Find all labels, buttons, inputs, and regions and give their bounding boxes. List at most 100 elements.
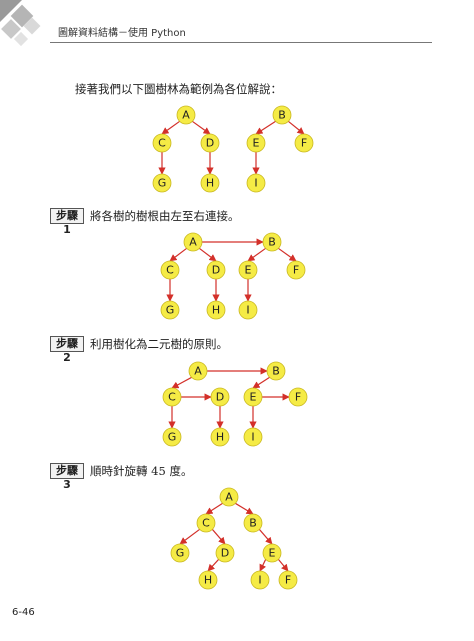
svg-text:A: A — [225, 491, 233, 504]
edge-step3-D-H — [207, 558, 220, 572]
svg-text:H: H — [216, 431, 224, 444]
edge-step3-A-B — [234, 502, 254, 515]
step-1-text: 將各樹的樹根由左至右連接。 — [90, 209, 240, 223]
step-3-text: 順時針旋轉 45 度。 — [90, 464, 193, 478]
node-step2-F: F — [288, 387, 308, 407]
node-step2-H: H — [210, 427, 230, 447]
svg-text:D: D — [206, 137, 214, 150]
svg-text:A: A — [194, 365, 202, 378]
node-step3-B: B — [243, 513, 263, 533]
node-step1-D: D — [206, 260, 226, 280]
edge-step3-E-I — [259, 559, 267, 572]
svg-text:A: A — [182, 109, 190, 122]
svg-text:E: E — [250, 391, 257, 404]
svg-text:D: D — [212, 264, 220, 277]
edge-step1-B-F — [277, 247, 297, 262]
svg-text:H: H — [206, 177, 214, 190]
svg-text:G: G — [176, 547, 185, 560]
svg-text:H: H — [204, 574, 212, 587]
node-step2-I: I — [243, 427, 263, 447]
svg-text:C: C — [158, 137, 166, 150]
node-step3-G: G — [170, 543, 190, 563]
intro-text: 接著我們以下圖樹林為範例為各位解說： — [75, 82, 282, 96]
node-forest-E: E — [246, 133, 266, 153]
node-step1-I: I — [238, 300, 258, 320]
svg-text:G: G — [168, 431, 177, 444]
node-forest-B: B — [272, 105, 292, 125]
step-2-text: 利用樹化為二元樹的原則。 — [90, 337, 228, 351]
svg-text:A: A — [189, 236, 197, 249]
node-step1-F: F — [286, 260, 306, 280]
svg-text:C: C — [166, 264, 174, 277]
svg-text:I: I — [258, 574, 261, 587]
node-step2-D: D — [210, 387, 230, 407]
node-forest-A: A — [176, 105, 196, 125]
svg-text:D: D — [221, 547, 229, 560]
svg-text:E: E — [245, 264, 252, 277]
header-title: 圖解資料結構－使用 Python — [58, 28, 186, 39]
node-step1-A: A — [183, 232, 203, 252]
edge-forest-B-F — [287, 120, 305, 135]
svg-text:I: I — [254, 177, 257, 190]
node-forest-G: G — [152, 173, 172, 193]
node-forest-D: D — [200, 133, 220, 153]
step-1-label: 步驟 1 — [50, 208, 84, 236]
node-step3-F: F — [278, 570, 298, 590]
edge-step3-A-C — [205, 502, 224, 515]
svg-text:B: B — [272, 365, 280, 378]
edge-step1-A-D — [198, 247, 217, 262]
edge-step1-B-E — [247, 247, 267, 262]
node-step3-E: E — [262, 543, 282, 563]
svg-text:I: I — [251, 431, 254, 444]
edge-step3-C-G — [179, 528, 201, 545]
page-number: 6-46 — [12, 607, 35, 618]
node-step1-E: E — [238, 260, 258, 280]
svg-text:E: E — [269, 547, 276, 560]
node-step3-H: H — [198, 570, 218, 590]
node-step2-C: C — [162, 387, 182, 407]
svg-text:B: B — [268, 236, 276, 249]
step-2-label: 步驟 2 — [50, 336, 84, 364]
svg-text:F: F — [293, 264, 299, 277]
edge-forest-B-E — [255, 120, 277, 135]
svg-text:D: D — [216, 391, 224, 404]
svg-text:G: G — [158, 177, 167, 190]
node-step1-C: C — [160, 260, 180, 280]
svg-text:B: B — [249, 517, 257, 530]
svg-text:H: H — [212, 304, 220, 317]
svg-text:B: B — [278, 109, 286, 122]
svg-text:F: F — [295, 391, 301, 404]
node-forest-F: F — [294, 133, 314, 153]
node-step1-H: H — [206, 300, 226, 320]
edge-step3-B-E — [258, 528, 273, 545]
svg-text:C: C — [202, 517, 210, 530]
edge-forest-A-D — [191, 120, 211, 135]
header-divider — [50, 42, 432, 43]
node-step1-G: G — [160, 300, 180, 320]
step-3-label: 步驟 3 — [50, 463, 84, 491]
node-step2-B: B — [266, 361, 286, 381]
edge-step2-B-E — [252, 376, 271, 389]
node-step3-D: D — [215, 543, 235, 563]
node-step1-B: B — [262, 232, 282, 252]
svg-text:I: I — [246, 304, 249, 317]
svg-text:G: G — [166, 304, 175, 317]
node-forest-C: C — [152, 133, 172, 153]
node-step3-I: I — [250, 570, 270, 590]
svg-text:F: F — [301, 137, 307, 150]
node-step3-C: C — [196, 513, 216, 533]
corner-decoration — [0, 0, 41, 47]
node-step2-A: A — [188, 361, 208, 381]
node-step2-E: E — [243, 387, 263, 407]
svg-text:F: F — [285, 574, 291, 587]
edge-step1-A-C — [169, 247, 188, 262]
node-step2-G: G — [162, 427, 182, 447]
edge-step3-E-F — [277, 558, 289, 572]
node-step3-A: A — [219, 487, 239, 507]
edge-step3-C-D — [211, 528, 226, 545]
edge-step2-A-C — [171, 376, 192, 389]
svg-text:C: C — [168, 391, 176, 404]
svg-text:E: E — [253, 137, 260, 150]
node-forest-H: H — [200, 173, 220, 193]
